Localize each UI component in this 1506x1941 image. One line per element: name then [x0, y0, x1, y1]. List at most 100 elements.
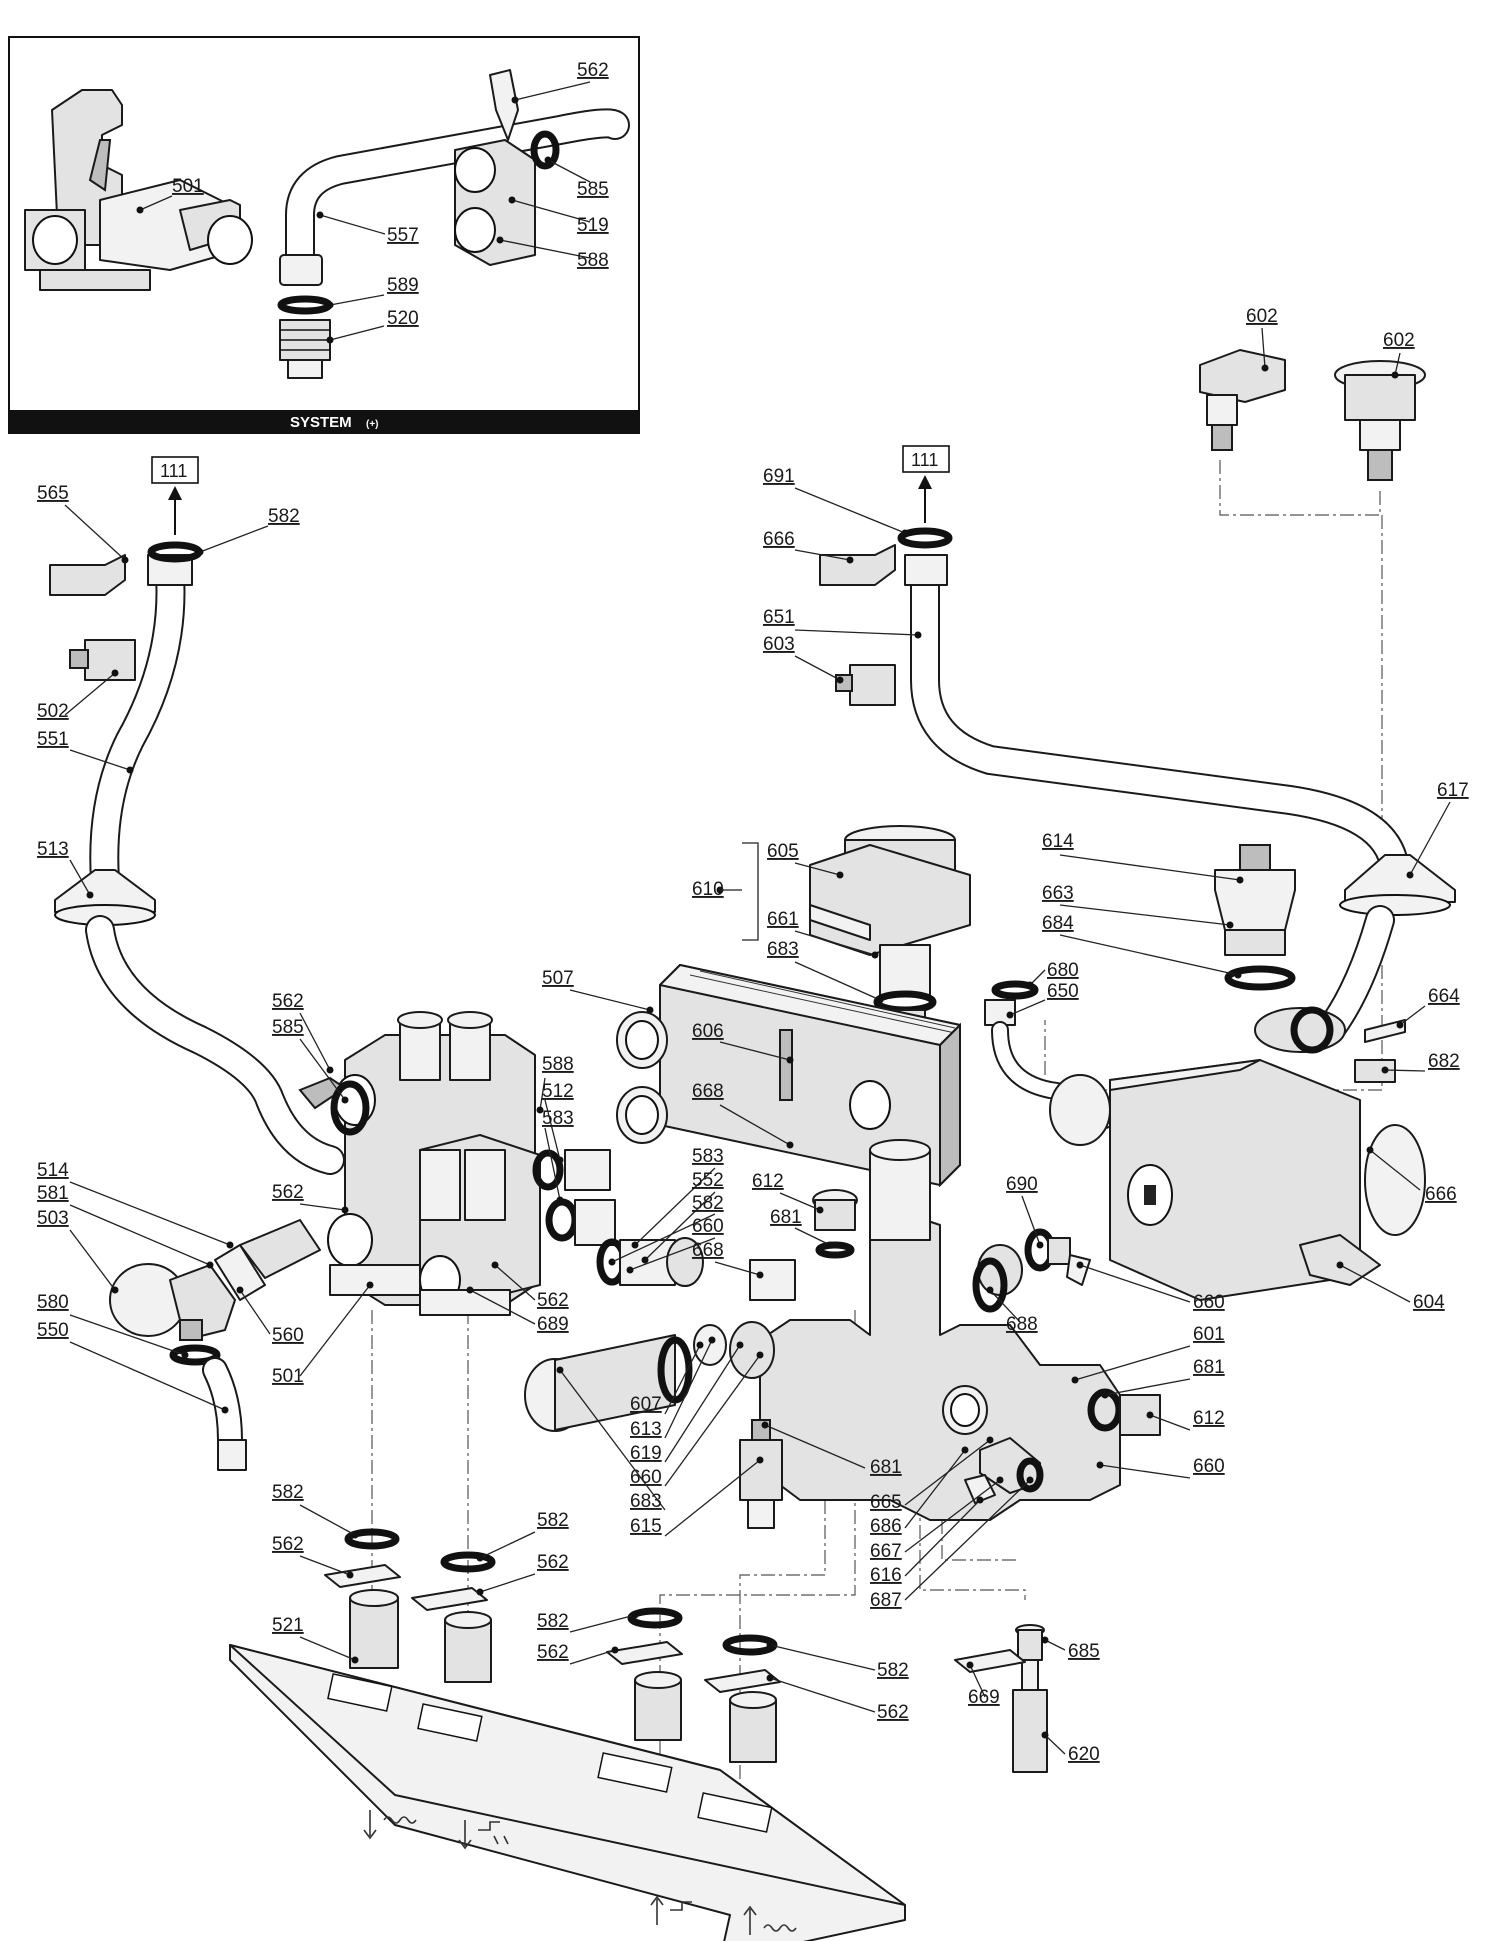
leader-dot-513: [86, 891, 94, 899]
part-664-clip: [1364, 1019, 1406, 1043]
leader-582c: [299, 1504, 356, 1536]
leader-617: [1409, 801, 1451, 876]
part-label-501: 501: [272, 1366, 304, 1387]
ref-111-right-text: 111: [911, 450, 938, 470]
leader-619: [664, 1344, 741, 1463]
part-label-589: 589: [387, 275, 419, 296]
part-label-683: 683: [767, 939, 799, 960]
part-label-550: 550: [37, 1320, 69, 1341]
part-label-562: 562: [577, 60, 609, 81]
part-label-614: 614: [1042, 831, 1074, 852]
leader-664: [1399, 1005, 1426, 1026]
part-502-sensor-clip: [69, 639, 136, 681]
leader-562c: [299, 1203, 346, 1211]
leader-514: [69, 1181, 231, 1246]
leader-dot-688: [986, 1286, 994, 1294]
symbol-dhw-out: [458, 1820, 509, 1850]
leader-686: [904, 1449, 966, 1529]
leader-668b: [714, 1261, 761, 1276]
leader-dot-686: [961, 1446, 969, 1454]
leader-dot-667: [996, 1476, 1004, 1484]
part-603-sensor-clip: [835, 664, 896, 706]
leader-661: [794, 930, 876, 956]
leader-dot-588a: [496, 236, 504, 244]
leader-650: [1009, 999, 1046, 1016]
part-label-615: 615: [630, 1516, 662, 1537]
leader-501b: [299, 1284, 371, 1377]
leader-dot-514: [226, 1241, 234, 1249]
leader-dot-661: [871, 951, 879, 959]
leader-660b: [1079, 1264, 1191, 1303]
leader-689: [469, 1289, 536, 1325]
leader-685: [1044, 1639, 1066, 1651]
part-507-heat-exchanger: [616, 964, 961, 1188]
part-label-582: 582: [537, 1611, 569, 1632]
part-label-665: 665: [870, 1492, 902, 1513]
part-602-sensor-right: [1334, 360, 1426, 481]
part-label-666: 666: [1425, 1184, 1457, 1205]
part-label-520: 520: [387, 308, 419, 329]
leader-dot-685: [1041, 1636, 1049, 1644]
part-513-collar: [54, 869, 156, 926]
leader-588b: [539, 1077, 546, 1111]
leader-501a: [139, 195, 173, 211]
inset-system-panel: SYSTEM (+): [8, 36, 640, 434]
leader-dot-607: [696, 1341, 704, 1349]
part-label-610: 610: [692, 879, 724, 900]
part-label-562: 562: [272, 1534, 304, 1555]
leader-dot-650: [1006, 1011, 1014, 1019]
leader-dot-602b: [1391, 371, 1399, 379]
leader-688: [989, 1289, 1021, 1323]
leader-602b: [1394, 352, 1401, 376]
part-582-oring-lower-4: [722, 1634, 778, 1656]
part-580-oring: [169, 1344, 221, 1366]
leader-602a: [1261, 327, 1266, 369]
leader-dot-557: [316, 211, 324, 219]
part-501-inset: [24, 89, 253, 291]
leader-dot-581: [206, 1261, 214, 1269]
part-label-588: 588: [577, 250, 609, 271]
part-label-651: 651: [763, 607, 795, 628]
leader-dot-521: [351, 1656, 359, 1664]
part-label-501: 501: [172, 176, 204, 197]
leader-585b: [299, 1038, 346, 1101]
leader-562h: [769, 1677, 876, 1713]
leader-dot-660c: [1096, 1461, 1104, 1469]
leader-dot-583a: [556, 1196, 564, 1204]
leader-dot-660b: [1076, 1261, 1084, 1269]
part-514-strainer: [214, 1219, 321, 1301]
part-label-580: 580: [37, 1292, 69, 1313]
leader-dot-550: [221, 1406, 229, 1414]
leader-dot-552: [641, 1256, 649, 1264]
leader-dot-582a: [196, 548, 204, 556]
part-666-clip-top: [819, 544, 896, 586]
leader-660d: [664, 1354, 761, 1487]
leader-562e: [299, 1555, 351, 1576]
part-label-602: 602: [1246, 306, 1278, 327]
leader-582a: [199, 525, 269, 553]
leader-607: [664, 1344, 701, 1415]
part-label-519: 519: [577, 215, 609, 236]
part-614-air-vent: [1214, 844, 1296, 956]
leader-581: [69, 1204, 211, 1266]
leader-dot-684: [1234, 971, 1242, 979]
part-label-606: 606: [692, 1021, 724, 1042]
leader-582b: [611, 1213, 716, 1263]
leader-dot-690: [1036, 1241, 1044, 1249]
part-label-503: 503: [37, 1208, 69, 1229]
part-680-oring: [991, 980, 1039, 1000]
part-665-fitting: [964, 1437, 1044, 1504]
leader-dot-601: [1071, 1376, 1079, 1384]
leader-dot-680: [1026, 981, 1034, 989]
part-label-601: 601: [1193, 1324, 1225, 1345]
leader-dot-615: [756, 1456, 764, 1464]
leader-663: [1059, 904, 1231, 926]
part-label-562: 562: [537, 1552, 569, 1573]
part-label-616: 616: [870, 1565, 902, 1586]
leader-dot-582e: [631, 1611, 639, 1619]
leader-603: [794, 655, 841, 681]
part-562-clip-lower-1: [324, 1564, 401, 1588]
leader-dot-582b: [608, 1258, 616, 1266]
part-label-680: 680: [1047, 960, 1079, 981]
